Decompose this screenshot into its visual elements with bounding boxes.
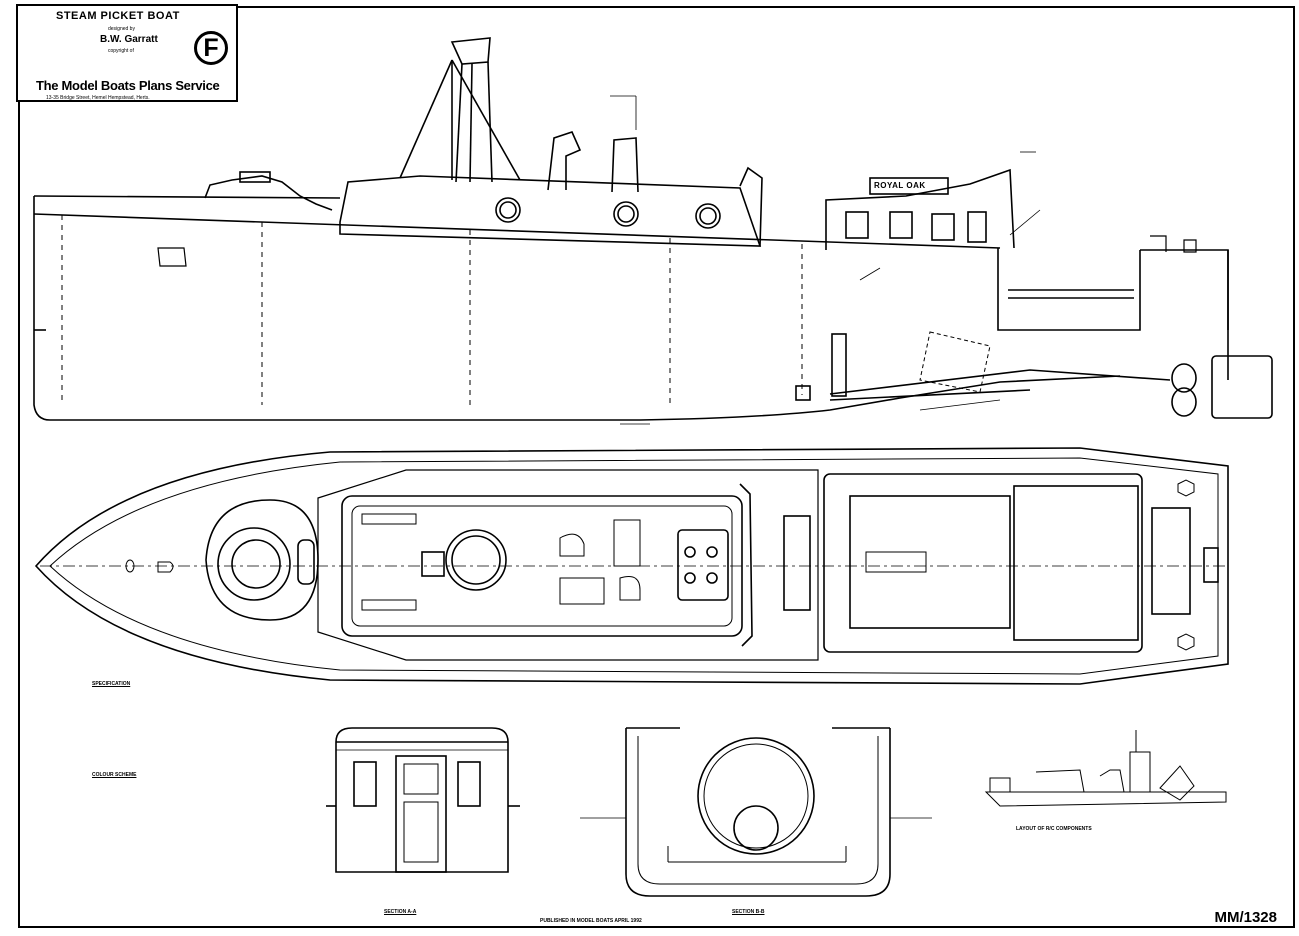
rc-layout-sketch [984,730,1227,807]
drawing-frame [18,6,1295,928]
service-address: 13-35 Bridge Street, Hemel Hempstead, He… [46,95,150,101]
layout-caption: LAYOUT OF R/C COMPONENTS [1016,826,1092,832]
title-block: STEAM PICKET BOAT designed by B.W. Garra… [16,4,238,102]
section-a-view [326,727,520,873]
drawing-reference: MM/1328 [1214,909,1277,926]
plans-service-name: The Model Boats Plans Service [36,78,220,93]
section-b-view [580,727,932,897]
designed-by-label: designed by [108,26,135,32]
plan-view [34,447,1229,685]
colour-scheme-heading: COLOUR SCHEME [92,772,137,778]
designer-name: B.W. Garratt [100,34,158,45]
publication-note: PUBLISHED IN MODEL BOATS APRIL 1992 [540,918,642,924]
section-a-label: SECTION A-A [384,909,417,915]
boat-name: STEAM PICKET BOAT [56,10,180,22]
cabin-nameplate: ROYAL OAK [874,181,926,190]
side-elevation [33,37,1273,425]
section-b-label: SECTION B-B [732,909,765,915]
copyright-label: copyright of [108,48,134,54]
specification-block: SPECIFICATION COLOUR SCHEME [92,680,182,780]
specification-heading: SPECIFICATION [92,681,131,687]
plan-letter-badge: F [194,31,228,65]
